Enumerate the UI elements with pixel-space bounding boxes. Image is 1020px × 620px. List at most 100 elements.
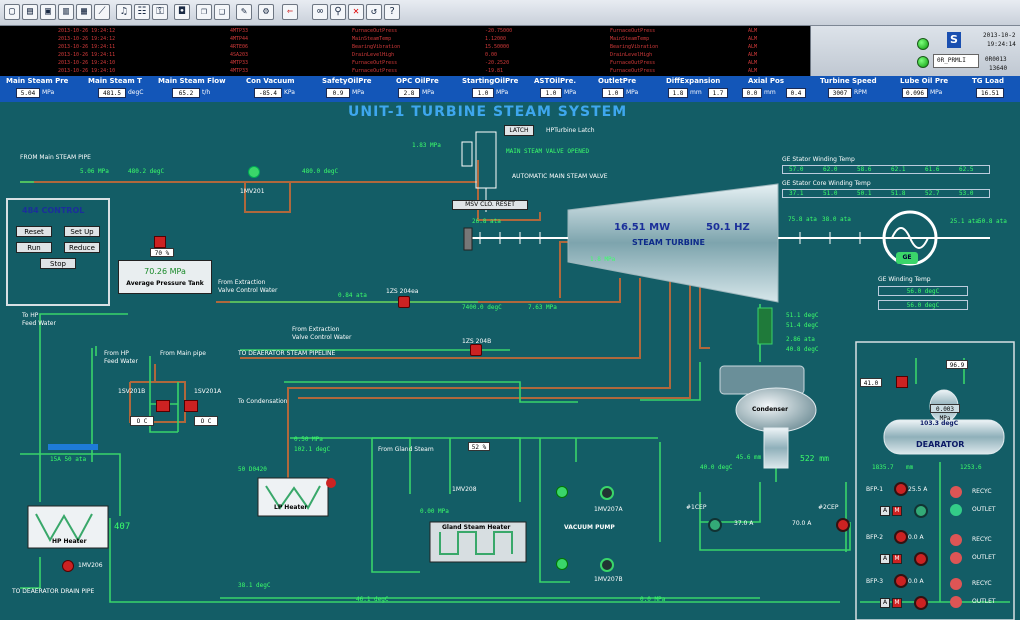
- report-icon[interactable]: ☷: [134, 4, 150, 20]
- status-value[interactable]: 0.096: [902, 88, 928, 98]
- logo-icon: S: [947, 32, 961, 48]
- trend-icon[interactable]: ⟋: [94, 4, 110, 20]
- status-value[interactable]: 1.0: [602, 88, 624, 98]
- hp-valve-icon[interactable]: [156, 400, 170, 412]
- drain-valve-icon[interactable]: [62, 560, 74, 572]
- deaerator-valve-icon[interactable]: [896, 376, 908, 388]
- vacuum-pump-icon[interactable]: [600, 486, 614, 500]
- alarm-row[interactable]: 2013-10-26 19:24:10 4MTP33 FurnaceOutPre…: [58, 68, 758, 74]
- chart-icon[interactable]: ▦: [76, 4, 92, 20]
- status-value[interactable]: 2.8: [398, 88, 420, 98]
- status-label: Main Steam Pre: [6, 77, 69, 85]
- status-value[interactable]: -85.4: [254, 88, 282, 98]
- manual-button[interactable]: M: [892, 506, 902, 516]
- status-value[interactable]: 481.5: [98, 88, 126, 98]
- toolbar: ▢ ▤ ▣ ▥ ▦ ⟋ ♫ ☷ ⚿ ◘ ❐ ❑ ✎ ⚙ ⇐ ∞ ⚲ ✕ ↺ ?: [0, 0, 1020, 26]
- binoculars-icon[interactable]: ∞: [312, 4, 328, 20]
- find-icon[interactable]: ⚲: [330, 4, 346, 20]
- save-icon[interactable]: ▣: [40, 4, 56, 20]
- extraction-valve-icon[interactable]: [398, 296, 410, 308]
- vacuum-valve-icon[interactable]: [556, 558, 568, 570]
- manual-button[interactable]: M: [892, 554, 902, 564]
- control-valve-icon[interactable]: [154, 236, 166, 248]
- open-icon[interactable]: ▤: [22, 4, 38, 20]
- status-value[interactable]: 65.2: [172, 88, 200, 98]
- camera-icon[interactable]: ◘: [174, 4, 190, 20]
- extraction-valve-icon[interactable]: [470, 344, 482, 356]
- msv-reset-button[interactable]: MSV CLO. RESET: [452, 200, 528, 210]
- oc-switch[interactable]: O C: [130, 416, 154, 426]
- exit-icon[interactable]: ⇐: [282, 4, 298, 20]
- generator-label: GE: [896, 252, 918, 264]
- reduce-button[interactable]: Reduce: [64, 242, 100, 253]
- auto-button[interactable]: A: [880, 598, 890, 608]
- recyc-valve-icon[interactable]: [950, 578, 962, 590]
- status-value[interactable]: 1.0: [540, 88, 562, 98]
- tool-icon[interactable]: ✎: [236, 4, 252, 20]
- status-bar: Main Steam Pre 5.04 MPa Main Steam T 481…: [0, 76, 1020, 102]
- alarm-row[interactable]: 2013-10-26 19:24:11 4RTE06 BearingVibrat…: [58, 44, 758, 50]
- print-icon[interactable]: ▥: [58, 4, 74, 20]
- copy-icon[interactable]: ❐: [196, 4, 212, 20]
- outlet-valve-icon[interactable]: [950, 504, 962, 516]
- outlet-valve-icon[interactable]: [950, 552, 962, 564]
- alarm-row[interactable]: 2013-10-26 19:24:12 4MTP44 MainSteamTemp…: [58, 36, 758, 42]
- cep-pump-icon[interactable]: [708, 518, 722, 532]
- lp-indicator: [326, 478, 336, 488]
- deaerator-pressure-setpoint: 96.9: [946, 360, 968, 369]
- winding-temp-value: 56.0 degC: [878, 300, 968, 310]
- run-button[interactable]: Run: [16, 242, 52, 253]
- status-value[interactable]: 1.0: [472, 88, 494, 98]
- hp-valve-icon[interactable]: [184, 400, 198, 412]
- bfp-status-icon: [914, 596, 928, 610]
- ack-icon[interactable]: ↺: [366, 4, 382, 20]
- status-value[interactable]: 1.7: [708, 88, 728, 98]
- reset-button[interactable]: Reset: [16, 226, 52, 237]
- help-icon[interactable]: ?: [384, 4, 400, 20]
- stator-temp-strip: 57.0 62.0 58.6 62.1 61.6 62.5: [782, 165, 990, 174]
- bfp-status-icon: [914, 552, 928, 566]
- setup-button[interactable]: Set Up: [64, 226, 100, 237]
- bfp-status-icon: [914, 504, 928, 518]
- bfp-pump-icon[interactable]: [894, 482, 908, 496]
- cep-pump-icon[interactable]: [836, 518, 850, 532]
- status-value[interactable]: 0.4: [786, 88, 806, 98]
- status-value[interactable]: 1.8: [668, 88, 688, 98]
- status-label: StartingOilPre: [462, 77, 519, 85]
- paste-icon[interactable]: ❑: [214, 4, 230, 20]
- new-icon[interactable]: ▢: [4, 4, 20, 20]
- gland-valve-position: 52 %: [468, 442, 490, 451]
- config-icon[interactable]: ⚙: [258, 4, 274, 20]
- status-value[interactable]: 5.04: [16, 88, 40, 98]
- auto-button[interactable]: A: [880, 554, 890, 564]
- status-lamp: [917, 56, 929, 68]
- alarm-list[interactable]: 2013-10-26 19:24:12 4MTP33 FurnaceOutPre…: [0, 26, 810, 76]
- status-value[interactable]: 0.0: [742, 88, 762, 98]
- manual-button[interactable]: M: [892, 598, 902, 608]
- alarm-row[interactable]: 2013-10-26 19:24:12 4MTP33 FurnaceOutPre…: [58, 28, 758, 34]
- alarm-row[interactable]: 2013-10-26 19:24:11 4SA203 DrainLevelHig…: [58, 52, 758, 58]
- vacuum-valve-icon[interactable]: [556, 486, 568, 498]
- page-title: UNIT-1 TURBINE STEAM SYSTEM: [348, 104, 628, 120]
- latch-button[interactable]: LATCH: [504, 125, 534, 136]
- alarm-icon[interactable]: ♫: [116, 4, 132, 20]
- outlet-valve-icon[interactable]: [950, 596, 962, 608]
- status-value[interactable]: 16.51: [976, 88, 1004, 98]
- status-value[interactable]: 0.9: [326, 88, 350, 98]
- auto-button[interactable]: A: [880, 506, 890, 516]
- lock-icon[interactable]: ⚿: [152, 4, 168, 20]
- status-value[interactable]: 3007: [828, 88, 852, 98]
- oc-switch[interactable]: O C: [194, 416, 218, 426]
- deaerator-pressure: 0.003 MPa: [930, 404, 960, 422]
- valve-icon[interactable]: [248, 166, 260, 178]
- recyc-valve-icon[interactable]: [950, 534, 962, 546]
- vacuum-pump-icon[interactable]: [600, 558, 614, 572]
- recyc-valve-icon[interactable]: [950, 486, 962, 498]
- delete-icon[interactable]: ✕: [348, 4, 364, 20]
- bfp-pump-icon[interactable]: [894, 530, 908, 544]
- status-lamp: [917, 38, 929, 50]
- turbine-body: [567, 183, 779, 303]
- stop-button[interactable]: Stop: [40, 258, 76, 269]
- alarm-row[interactable]: 2013-10-26 19:24:10 4MTP33 FurnaceOutPre…: [58, 60, 758, 66]
- bfp-pump-icon[interactable]: [894, 574, 908, 588]
